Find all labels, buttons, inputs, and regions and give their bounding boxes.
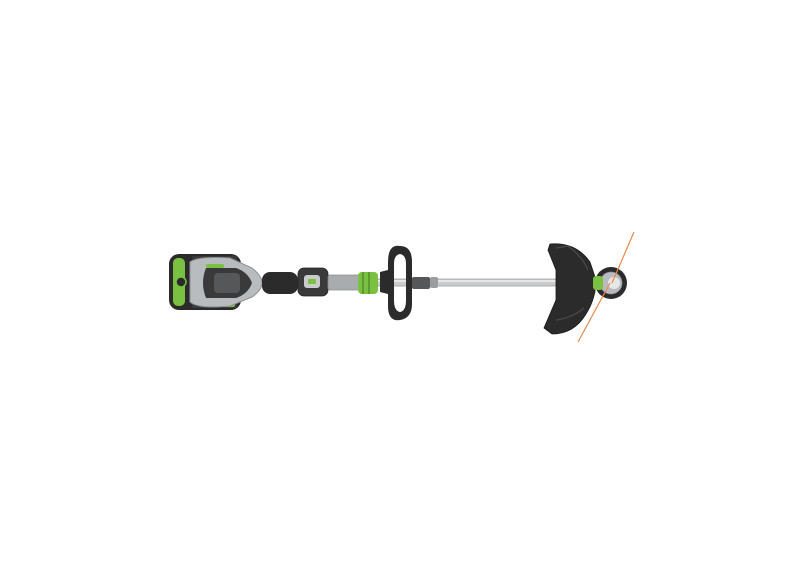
cutting-head <box>543 243 627 335</box>
shaft-coupler <box>327 272 378 294</box>
shaft-collar <box>430 277 438 288</box>
power-head-housing <box>189 257 263 308</box>
rear-grip <box>262 267 329 297</box>
trimmer-line <box>577 231 635 343</box>
front-loop-handle <box>380 245 430 321</box>
